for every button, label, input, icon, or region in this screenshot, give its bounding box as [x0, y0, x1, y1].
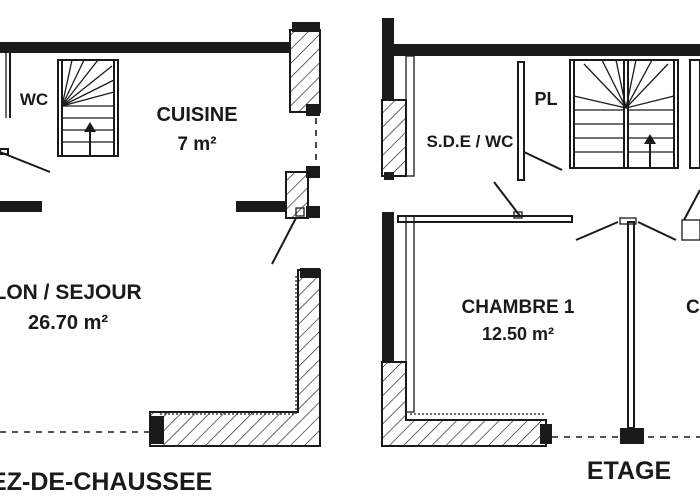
ground-floor-l-wall — [149, 268, 321, 447]
top-wall-right — [382, 44, 700, 56]
room-label-bedroom2-partial: C — [686, 297, 700, 318]
entrance-pillar-detail — [295, 207, 305, 217]
living-right-wall-stub — [236, 201, 296, 212]
room-label-wc: WC — [20, 90, 48, 109]
room-label-living: SALON / SEJOUR — [0, 281, 142, 304]
upper-left-wall-lining — [405, 55, 415, 177]
wc-door-leaf — [0, 151, 51, 173]
level-title-upper-floor: ETAGE — [587, 457, 671, 485]
bedroom2-side-door-leaf — [683, 189, 700, 221]
ground-floor-staircase — [57, 59, 119, 157]
bedroom-vertical-partition — [627, 221, 635, 429]
room-area-kitchen: 7 m² — [177, 134, 216, 155]
entrance-pillar — [285, 171, 309, 219]
wc-door-jamb — [0, 148, 9, 155]
room-label-kitchen: CUISINE — [156, 104, 237, 126]
upper-left-wall-lower — [382, 212, 394, 362]
bedroom-top-partition — [397, 215, 573, 223]
entrance-pillar-foot — [306, 206, 320, 218]
bedroom-partition-foot — [620, 428, 644, 444]
room-label-bedroom1: CHAMBRE 1 — [462, 297, 575, 318]
level-title-ground-floor: REZ-DE-CHAUSSEE — [0, 468, 212, 496]
upper-left-hatched-wall — [381, 99, 407, 177]
ground-floor-plan: WC CUISINE 7 m² SALON / SEJOUR 26.70 m² … — [0, 22, 321, 496]
upper-floor-staircase — [569, 59, 679, 169]
upper-left-wall-foot — [384, 172, 394, 180]
pl-door-leaf — [523, 151, 563, 171]
kitchen-right-wall-cap — [292, 22, 320, 32]
upper-left-wall-lower-lining — [405, 215, 415, 413]
kitchen-right-wall-foot — [306, 104, 320, 116]
bedroom2-side-jamb — [681, 219, 700, 241]
entrance-door-leaf — [271, 217, 297, 265]
room-label-sde-wc: S.D.E / WC — [427, 132, 514, 151]
sde-partition-wall — [517, 61, 525, 181]
kitchen-right-wall — [289, 29, 321, 113]
upper-right-partition — [689, 59, 700, 169]
room-area-living: 26.70 m² — [28, 312, 108, 334]
upper-floor-l-wall — [381, 361, 552, 447]
upper-floor-plan: PL S.D.E / WC CHAMBRE 1 12.50 m² C ETAGE — [381, 18, 700, 485]
living-left-wall-stub — [0, 201, 42, 212]
room-area-bedroom1: 12.50 m² — [482, 324, 554, 344]
entrance-pillar-cap — [306, 166, 320, 178]
bedroom2-door-leaf — [637, 221, 677, 241]
room-label-pl: PL — [534, 89, 557, 109]
bedroom1-door-leaf — [575, 221, 619, 241]
upper-left-wall-top — [382, 18, 394, 102]
top-wall-left — [0, 42, 292, 53]
sde-door-leaf — [493, 181, 521, 217]
